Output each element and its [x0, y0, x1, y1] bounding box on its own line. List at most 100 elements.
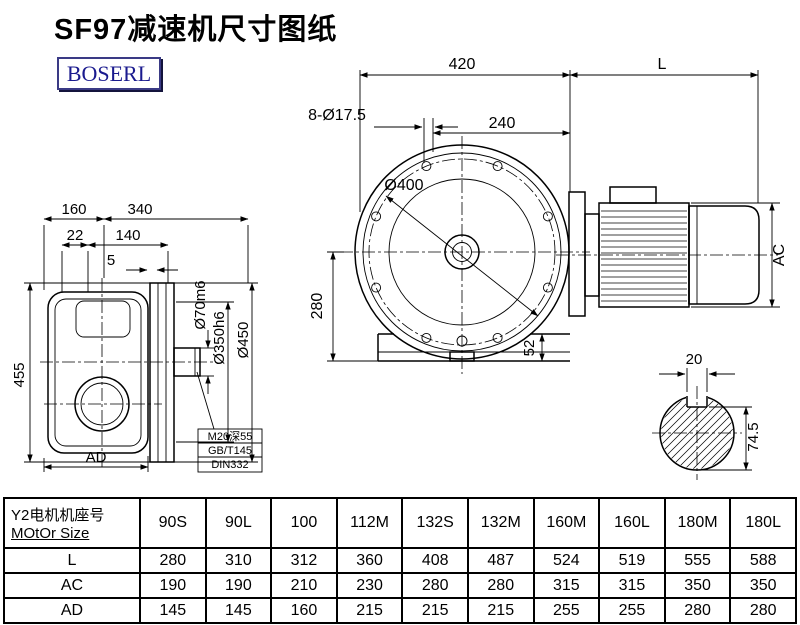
dim-340-label: 340: [127, 201, 152, 218]
cell-AC-180M: 350: [663, 572, 732, 599]
dim-400-label: Ø400: [384, 177, 423, 194]
shaft-cross-section: 20 74.5: [652, 351, 762, 480]
page-title: SF97减速机尺寸图纸: [54, 14, 338, 46]
dim-280-label: 280: [309, 293, 326, 320]
bolt-hole: [542, 211, 553, 222]
bolt-hole: [492, 161, 503, 172]
cell-AC-160M: 315: [532, 572, 601, 599]
cell-AD-180L: 280: [729, 597, 797, 624]
cell-AC-160L: 315: [598, 572, 666, 599]
note-thread: M20深55: [208, 430, 253, 443]
dim-22-label: 22: [67, 227, 84, 244]
cell-L-100: 312: [270, 547, 338, 574]
bolt-hole: [492, 332, 503, 343]
col-header-160L: 160L: [598, 497, 666, 549]
row-label-AC: AC: [3, 572, 141, 599]
dim-flange-dia-label: Ø450: [235, 322, 252, 359]
dim-745-label: 74.5: [745, 422, 762, 451]
drain-plug: [456, 335, 468, 347]
bolt-holes-callout: 8-Ø17.5: [308, 107, 366, 124]
cell-AC-90L: 190: [204, 572, 273, 599]
cell-AC-132S: 280: [401, 572, 469, 599]
col-header-160M: 160M: [532, 497, 601, 549]
cell-AC-100: 210: [270, 572, 338, 599]
bolt-hole: [542, 282, 553, 293]
cell-AD-132M: 215: [466, 597, 535, 624]
col-header-90L: 90L: [204, 497, 273, 549]
cell-L-180L: 588: [729, 547, 797, 574]
motor-size-label-cn: Y2电机机座号: [11, 507, 105, 524]
note-standard-din: DIN332: [211, 459, 248, 471]
dim-shaft-dia-label: Ø70m6: [192, 280, 209, 329]
cell-L-112M: 360: [335, 547, 404, 574]
dim-5-label: 5: [107, 252, 115, 269]
cell-AD-100: 160: [270, 597, 338, 624]
brand-logo: BOSERL: [57, 57, 161, 90]
dim-spigot-dia-label: Ø350h6: [211, 311, 228, 364]
row-label-L: L: [3, 547, 141, 574]
cell-L-90S: 280: [139, 547, 207, 574]
dim-420-label: 420: [449, 56, 476, 73]
cell-L-180M: 555: [663, 547, 732, 574]
table-corner-cell: Y2电机机座号 MOtOr Size: [3, 497, 141, 549]
dim-240-label: 240: [489, 115, 516, 132]
col-header-90S: 90S: [139, 497, 207, 549]
col-header-112M: 112M: [335, 497, 404, 549]
table-row-AD: AD 145 145 160 215 215 215 255 255 280 2…: [3, 597, 797, 624]
dim-52-label: 52: [521, 340, 538, 357]
cell-L-90L: 310: [204, 547, 273, 574]
col-header-100: 100: [270, 497, 338, 549]
cell-L-160L: 519: [598, 547, 666, 574]
col-header-132M: 132M: [466, 497, 535, 549]
fan-cover: [688, 205, 760, 305]
cell-AD-160L: 255: [598, 597, 666, 624]
motor-size-label-en: MOtOr Size: [11, 525, 90, 542]
brand-text: BOSERL: [66, 60, 152, 86]
gearbox-body: [47, 291, 149, 454]
motor-adapter-flange: [568, 191, 586, 317]
dim-140-label: 140: [115, 227, 140, 244]
cell-AD-90S: 145: [139, 597, 207, 624]
bolt-circle: [368, 158, 556, 346]
technical-drawing: 160 340 22 140 5 455 AD Ø70m6 Ø350h6 Ø45…: [11, 56, 788, 480]
table-row-AC: AC 190 190 210 230 280 280 315 315 350 3…: [3, 572, 797, 599]
cell-AC-132M: 280: [466, 572, 535, 599]
bolt-hole: [421, 161, 432, 172]
dim-455-label: 455: [11, 362, 28, 387]
output-flange: [149, 282, 175, 463]
bolt-hole: [371, 211, 382, 222]
cell-AD-180M: 280: [663, 597, 732, 624]
dim-20-label: 20: [686, 351, 703, 368]
dim-AC-label: AC: [771, 244, 788, 266]
left-view-dimensions: 160 340 22 140 5 455 AD Ø70m6 Ø350h6 Ø45…: [11, 201, 263, 473]
dim-AD-label: AD: [86, 449, 107, 466]
foot-pad: [449, 351, 475, 362]
col-header-180L: 180L: [729, 497, 797, 549]
front-view-dimensions: 420 L 8-Ø17.5 240 Ø400 280 52: [308, 56, 759, 362]
terminal-box: [609, 186, 657, 204]
cell-AD-132S: 215: [401, 597, 469, 624]
dim-160-label: 160: [61, 201, 86, 218]
table-header-row: Y2电机机座号 MOtOr Size 90S 90L 100 112M 132S…: [3, 497, 797, 549]
note-standard-gb: GB/T145: [208, 445, 252, 457]
cell-L-132M: 487: [466, 547, 535, 574]
bolt-hole: [421, 332, 432, 343]
motor-side-view: AC: [556, 186, 788, 308]
dim-L-label: L: [658, 56, 667, 73]
cell-AC-90S: 190: [139, 572, 207, 599]
col-header-132S: 132S: [401, 497, 469, 549]
thread-note-box: [197, 428, 263, 473]
bolt-hole: [371, 282, 382, 293]
cell-AD-90L: 145: [204, 597, 273, 624]
cell-AD-160M: 255: [532, 597, 601, 624]
cell-L-132S: 408: [401, 547, 469, 574]
cell-AD-112M: 215: [335, 597, 404, 624]
left-side-view: [40, 278, 216, 468]
output-shaft: [173, 347, 201, 377]
cell-L-160M: 524: [532, 547, 601, 574]
note-leader-line: [196, 371, 215, 430]
table-row-L: L 280 310 312 360 408 487 524 519 555 58…: [3, 547, 797, 574]
col-header-180M: 180M: [663, 497, 732, 549]
cell-AC-112M: 230: [335, 572, 404, 599]
row-label-AD: AD: [3, 597, 141, 624]
